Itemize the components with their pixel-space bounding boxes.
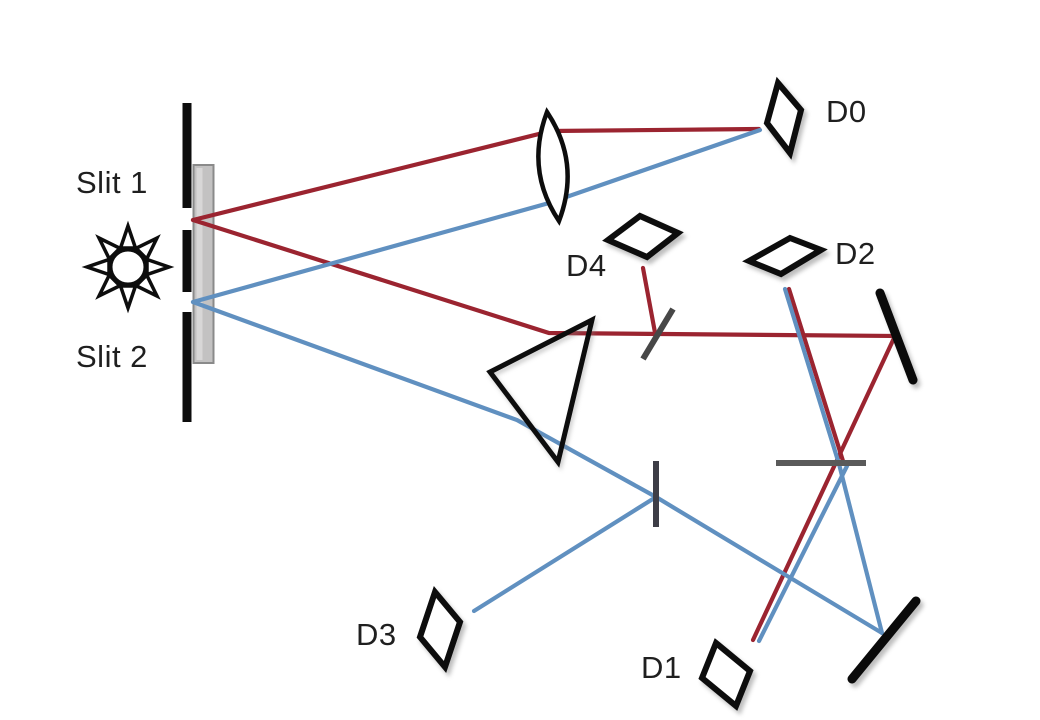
detector-d4-label: D4 bbox=[566, 248, 607, 283]
beam-splitter-a bbox=[640, 307, 676, 361]
sun-ray bbox=[118, 284, 138, 314]
detector-d3-label: D3 bbox=[356, 617, 397, 652]
sun-ray bbox=[145, 257, 175, 277]
blue-beam-to-d3 bbox=[471, 494, 659, 614]
red-beam-signal-to-d0 bbox=[190, 126, 762, 223]
blue-beam-paths bbox=[190, 127, 885, 644]
detector-d1-diamond-icon bbox=[698, 638, 754, 711]
bbo-crystal bbox=[192, 164, 215, 364]
detector-d4-diamond-icon bbox=[602, 212, 684, 261]
detector-d0-label: D0 bbox=[826, 94, 867, 129]
red-beam-splitter-to-d2 bbox=[786, 286, 846, 464]
mirror-top-right bbox=[875, 288, 918, 385]
sun-icon bbox=[81, 220, 175, 314]
barrier-middle-segment bbox=[182, 230, 192, 292]
detector-d1-label: D1 bbox=[641, 650, 682, 685]
red-beam-mirror-to-d1 bbox=[750, 333, 898, 643]
detector-d0-diamond-icon bbox=[763, 76, 805, 160]
sun-ray bbox=[118, 220, 138, 250]
detector-d3-diamond-icon bbox=[416, 585, 464, 674]
lens-icon bbox=[536, 107, 570, 226]
red-beam-to-d4 bbox=[640, 265, 659, 341]
barrier-bottom-segment bbox=[182, 312, 192, 422]
barrier-top-segment bbox=[182, 103, 192, 208]
detector-d2-diamond-icon bbox=[742, 234, 828, 278]
sun-ray bbox=[81, 257, 111, 277]
bbo-crystal-highlight bbox=[196, 168, 203, 360]
prism-icon bbox=[486, 315, 596, 468]
detector-d2-label: D2 bbox=[835, 236, 876, 271]
slit-1-label: Slit 1 bbox=[76, 165, 148, 200]
double-slit-barrier bbox=[182, 103, 192, 422]
mirror-bottom-right bbox=[847, 596, 921, 684]
blue-beam-idler-to-mirror bbox=[190, 299, 885, 636]
slit-2-label: Slit 2 bbox=[76, 339, 148, 374]
sun-core bbox=[108, 247, 148, 287]
red-beam-paths bbox=[190, 126, 898, 643]
blue-beam-splitter-to-d1 bbox=[756, 463, 850, 644]
blue-beam-signal-to-d0 bbox=[190, 127, 763, 305]
red-beam-idler-to-mirror bbox=[190, 217, 898, 339]
